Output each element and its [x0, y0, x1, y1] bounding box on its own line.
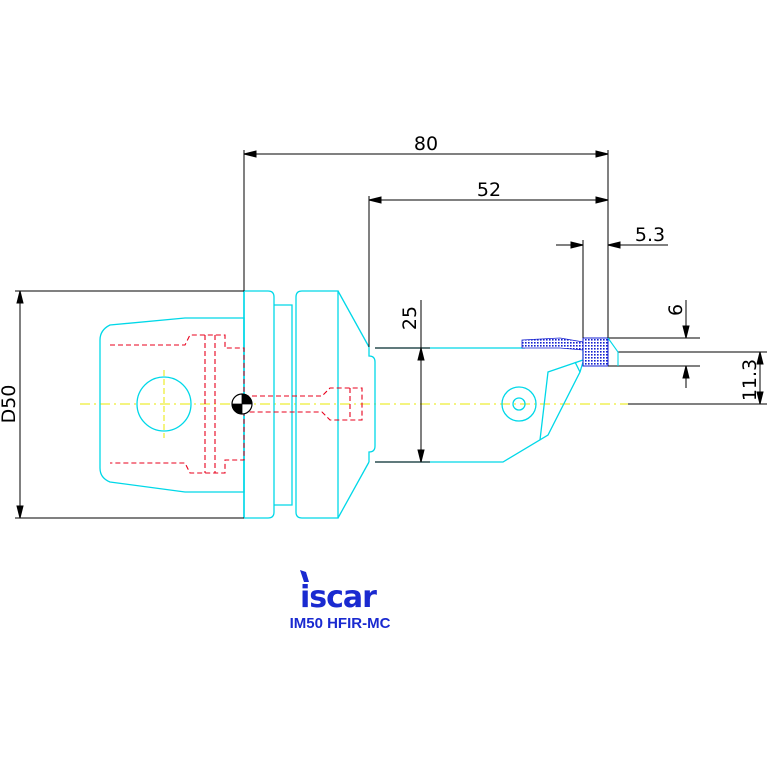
- flange-inner-line: [337, 290, 370, 348]
- insert-chip-area: [521, 337, 584, 351]
- flange-inner-line-lower: [337, 461, 370, 519]
- dim-reach-length: 52: [477, 179, 501, 201]
- center-of-gravity-mark: [231, 393, 253, 415]
- hidden-bore-inner: [204, 335, 216, 473]
- dimension-lines: [15, 150, 767, 519]
- cutting-insert: [582, 337, 609, 367]
- flange-groove: [274, 304, 293, 506]
- neck-outline: [368, 347, 376, 462]
- dim-cut-depth: 11.3: [739, 359, 761, 401]
- flange-block-left: [243, 290, 275, 519]
- logo-accent-icon: [300, 570, 309, 582]
- dim-offset: 5.3: [635, 224, 665, 246]
- hidden-coolant-channel: [244, 387, 363, 421]
- dim-shank-height: 25: [399, 306, 421, 330]
- clamp-screw-inner: [512, 397, 526, 411]
- boring-bar-outline: [375, 347, 584, 463]
- shank-rear-body: [99, 317, 245, 493]
- dim-cut-width: 6: [665, 304, 687, 316]
- part-designation: IM50 HFIR-MC: [290, 615, 391, 632]
- shank-cross-hole: [136, 376, 192, 432]
- insert-pocket-line: [607, 337, 619, 366]
- dim-overall-length: 80: [414, 133, 438, 155]
- clamp-screw-outer: [501, 386, 537, 422]
- dim-diameter: D50: [0, 385, 20, 424]
- brand-logo: iscar: [300, 570, 378, 615]
- insert-seat: [574, 361, 581, 373]
- logo-text: iscar: [300, 580, 377, 615]
